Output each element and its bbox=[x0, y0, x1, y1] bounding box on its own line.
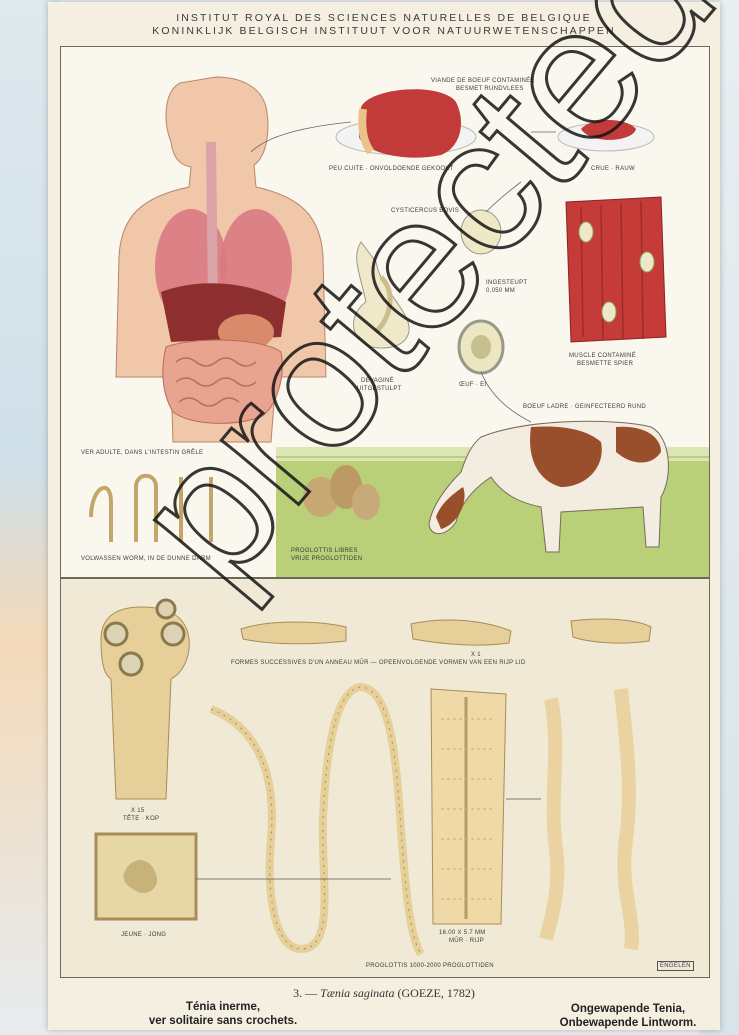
label-infected-cattle: BOEUF LADRE · GEINFECTEERD RUND bbox=[523, 403, 646, 411]
label-egg: ŒUF · EI bbox=[459, 381, 486, 389]
label-head: TÊTE · KOP bbox=[123, 815, 159, 823]
mature-segment-illustration bbox=[431, 689, 506, 924]
label-evaginated-nl: UITGESTULPT bbox=[357, 385, 402, 393]
common-name-nl-line1: Ongewapende Tenia, bbox=[518, 1002, 738, 1016]
label-size: 0.050 mm bbox=[486, 287, 515, 295]
species-caption: 3. — Tænia saginata (GOEZE, 1782) bbox=[48, 986, 720, 1001]
label-infected-muscle: MUSCLE CONTAMINÉ bbox=[569, 352, 636, 360]
label-free-proglottids-nl: VRIJE PROGLOTTIDEN bbox=[291, 555, 362, 563]
worm-strobila bbox=[211, 687, 421, 954]
label-evaginated: DÉVAGINÉ bbox=[361, 377, 394, 385]
label-contaminated-meat: VIANDE DE BOEUF CONTAMINÉE bbox=[431, 77, 535, 85]
label-scale-1: x 1 bbox=[471, 651, 481, 659]
label-proglottid-count: PROGLOTTIS 1000-2000 PROGLOTTIDEN bbox=[366, 962, 494, 970]
life-cycle-illustration bbox=[61, 47, 710, 578]
successive-forms bbox=[241, 619, 651, 645]
morphology-panel: FORMES SUCCESSIVES D'UN ANNEAU MÛR — OPE… bbox=[60, 578, 710, 978]
strobila-fragments bbox=[546, 689, 632, 949]
infected-muscle-illustration bbox=[566, 197, 666, 342]
adult-worm-sketch bbox=[91, 476, 211, 542]
label-free-proglottids: PROGLOTTIS LIBRES bbox=[291, 547, 358, 555]
species-author: (GOEZE, 1782) bbox=[398, 986, 475, 1000]
scolex-illustration bbox=[101, 600, 189, 799]
label-adult-worm: VER ADULTE, DANS L'INTESTIN GRÊLE bbox=[81, 449, 203, 457]
header-line-fr: INSTITUT ROYAL DES SCIENCES NATURELLES D… bbox=[48, 12, 720, 25]
label-contaminated-meat-nl: BESMET RUNDVLEES bbox=[456, 85, 524, 93]
life-cycle-panel: VIANDE DE BOEUF CONTAMINÉE BESMET RUNDVL… bbox=[60, 46, 710, 578]
label-mature-size: 16.00 x 5.7 mm bbox=[439, 929, 486, 937]
morphology-illustration bbox=[61, 579, 710, 978]
plate-number: 3. — bbox=[293, 986, 317, 1000]
label-undercooked: PEU CUITE · ONVOLDOENDE GEKOOKT bbox=[329, 165, 454, 173]
poster-plate: INSTITUT ROYAL DES SCIENCES NATURELLES D… bbox=[48, 2, 720, 1030]
label-adult-worm-nl: VOLWASSEN WORM, IN DE DUNNE DARM bbox=[81, 555, 211, 563]
label-mature: MÛR · RIJP bbox=[449, 937, 484, 945]
common-name-fr-line1: Ténia inerme, bbox=[108, 1000, 338, 1014]
label-head-scale: x 15 bbox=[131, 807, 145, 815]
label-successive-forms: FORMES SUCCESSIVES D'UN ANNEAU MÛR — OPE… bbox=[231, 659, 526, 667]
artist-signature: ENGELEN bbox=[657, 961, 694, 971]
cooked-meat-illustration bbox=[336, 89, 476, 157]
human-torso-illustration bbox=[116, 77, 326, 442]
label-raw: CRUE · RAUW bbox=[591, 165, 635, 173]
label-young-segment: JEUNE · JONG bbox=[121, 931, 166, 939]
common-name-fr: Ténia inerme, ver solitaire sans crochet… bbox=[108, 1000, 338, 1028]
raw-meat-illustration bbox=[558, 120, 654, 151]
label-cysticercus: CYSTICERCUS BOVIS bbox=[391, 207, 459, 215]
header-line-nl: KONINKLIJK BELGISCH INSTITUUT VOOR NATUU… bbox=[48, 25, 720, 38]
species-name: Tænia saginata bbox=[320, 986, 394, 1000]
label-ingested: INGESTEUPT bbox=[486, 279, 527, 287]
common-name-nl: Ongewapende Tenia, Onbewapende Lintworm. bbox=[518, 1002, 738, 1030]
label-infected-muscle-nl: BESMETTE SPIER bbox=[577, 360, 633, 368]
institute-header: INSTITUT ROYAL DES SCIENCES NATURELLES D… bbox=[48, 12, 720, 38]
common-name-fr-line2: ver solitaire sans crochets. bbox=[108, 1014, 338, 1028]
young-segment-illustration bbox=[96, 834, 196, 919]
cysticercus-illustration bbox=[354, 210, 504, 373]
common-name-nl-line2: Onbewapende Lintworm. bbox=[518, 1016, 738, 1030]
